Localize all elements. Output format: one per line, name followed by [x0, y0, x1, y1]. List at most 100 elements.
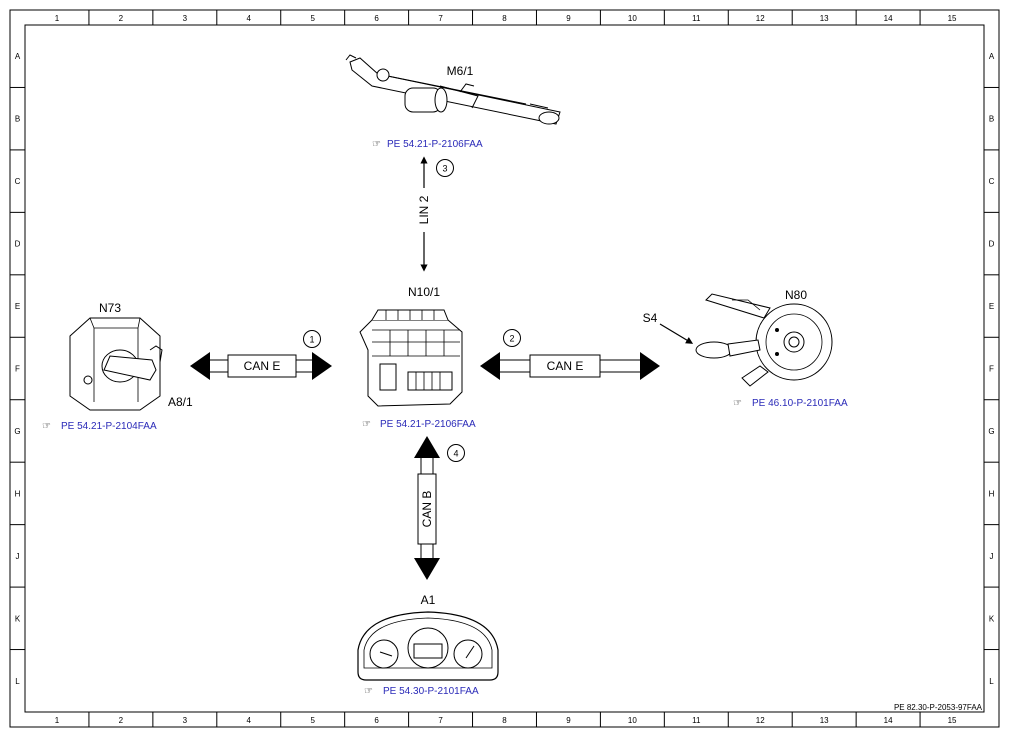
steering-label: N80: [785, 288, 807, 302]
grid-row-label: D: [989, 240, 995, 249]
grid-column-label: 6: [374, 716, 379, 725]
callout-4: [447, 444, 465, 462]
grid-column-label: 14: [884, 14, 893, 23]
grid-column-label: 1: [55, 716, 60, 725]
grid-row-label: L: [989, 677, 994, 686]
grid-column-label: 9: [566, 14, 571, 23]
sam-ref-text[interactable]: PE 54.21-P-2106FAA: [380, 419, 476, 430]
grid-column-label: 2: [119, 716, 124, 725]
grid-row-label: H: [989, 489, 995, 498]
inner-frame: [24, 24, 985, 713]
wiper-motor-linkage: [345, 54, 561, 125]
grid-column-label: 6: [374, 14, 379, 23]
cluster-ref-text[interactable]: PE 54.30-P-2101FAA: [383, 686, 479, 697]
grid-column-label: 12: [756, 716, 765, 725]
grid-row-label: E: [15, 302, 20, 311]
cluster-ref-link[interactable]: ☞ PE 54.30-P-2101FAA: [364, 686, 479, 697]
sam-label: N10/1: [408, 285, 440, 299]
ignition-label: N73: [99, 301, 121, 315]
grid-row-label: E: [989, 302, 994, 311]
grid-row-label: D: [15, 240, 21, 249]
grid-column-label: 4: [247, 14, 252, 23]
grid-column-label: 7: [438, 14, 443, 23]
grid-row-label: J: [16, 552, 20, 561]
grid-row-label: C: [15, 177, 21, 186]
grid-column-label: 8: [502, 716, 507, 725]
grid-column-label: 5: [310, 14, 315, 23]
cluster-label: A1: [421, 593, 436, 607]
grid-row-label: A: [15, 52, 21, 61]
callout-1-number: 1: [309, 335, 314, 345]
pointing-hand-icon: ☞: [42, 421, 51, 432]
grid-column-label: 9: [566, 716, 571, 725]
grid-row-label: B: [15, 115, 20, 124]
grid-column-label: 7: [438, 716, 443, 725]
lin2-label-box: [412, 188, 436, 232]
grid-row-label: F: [989, 365, 994, 374]
grid-column-label: 3: [183, 14, 188, 23]
lin2-label: LIN 2: [417, 195, 431, 224]
grid-column-label: 15: [948, 14, 957, 23]
grid-row-label: G: [988, 427, 994, 436]
pointing-hand-icon: ☞: [362, 419, 371, 430]
wiper-ref-text[interactable]: PE 54.21-P-2106FAA: [387, 139, 483, 150]
grid-row-label: J: [990, 552, 994, 561]
can-e-link-1: [190, 352, 332, 380]
can-e-link-2: [480, 352, 660, 380]
grid-column-label: 5: [310, 716, 315, 725]
steering-ref-text[interactable]: PE 46.10-P-2101FAA: [752, 398, 848, 409]
steering-sublabel: S4: [643, 311, 658, 325]
sam-ref-link[interactable]: ☞ PE 54.21-P-2106FAA: [362, 419, 476, 430]
grid-column-label: 10: [628, 14, 637, 23]
grid-row-label: F: [15, 365, 20, 374]
callout-1: [303, 330, 321, 348]
grid-row-label: A: [989, 52, 995, 61]
ignition-ref-text[interactable]: PE 54.21-P-2104FAA: [61, 421, 157, 432]
callout-3-number: 3: [442, 164, 447, 174]
ignition-switch: [69, 317, 163, 411]
grid-row-label: L: [15, 677, 20, 686]
grid-column-label: 14: [884, 716, 893, 725]
grid-column-label: 4: [247, 716, 252, 725]
wiper-ref-link[interactable]: ☞ PE 54.21-P-2106FAA: [372, 139, 483, 150]
grid-row-label: C: [989, 177, 995, 186]
pointing-hand-icon: ☞: [733, 398, 742, 409]
pointing-hand-icon: ☞: [364, 686, 373, 697]
ignition-ref-link[interactable]: ☞ PE 54.21-P-2104FAA: [42, 421, 157, 432]
can-b-link: [414, 436, 440, 580]
grid-column-label: 11: [692, 14, 701, 23]
grid-markers: 1122334455667788991010111112121313141415…: [10, 10, 999, 727]
outer-frame: [9, 9, 1000, 728]
pointing-hand-icon: ☞: [372, 139, 381, 150]
can-e-2-label: CAN E: [547, 359, 584, 373]
grid-row-label: K: [15, 614, 21, 623]
wiper-label: M6/1: [447, 64, 474, 78]
grid-column-label: 11: [692, 716, 701, 725]
s4-pointer: [659, 323, 694, 344]
grid-row-label: G: [14, 427, 20, 436]
grid-column-label: 13: [820, 716, 829, 725]
grid-column-label: 8: [502, 14, 507, 23]
grid-column-label: 15: [948, 716, 957, 725]
sam-module: [359, 309, 463, 407]
grid-column-label: 12: [756, 14, 765, 23]
can-b-label: CAN B: [420, 491, 434, 528]
grid-row-label: B: [989, 115, 994, 124]
callout-2: [503, 329, 521, 347]
ignition-sublabel: A8/1: [168, 395, 193, 409]
grid-column-label: 3: [183, 716, 188, 725]
document-id: PE 82.30-P-2053-97FAA: [894, 703, 983, 712]
grid-column-label: 10: [628, 716, 637, 725]
callout-2-number: 2: [509, 334, 514, 344]
callout-3: [436, 159, 454, 177]
grid-row-label: H: [15, 489, 21, 498]
instrument-cluster: [357, 611, 499, 681]
steering-ref-link[interactable]: ☞ PE 46.10-P-2101FAA: [733, 398, 848, 409]
can-e-1-label: CAN E: [244, 359, 281, 373]
grid-column-label: 2: [119, 14, 124, 23]
grid-column-label: 13: [820, 14, 829, 23]
grid-column-label: 1: [55, 14, 60, 23]
steering-column-module: [695, 293, 833, 387]
